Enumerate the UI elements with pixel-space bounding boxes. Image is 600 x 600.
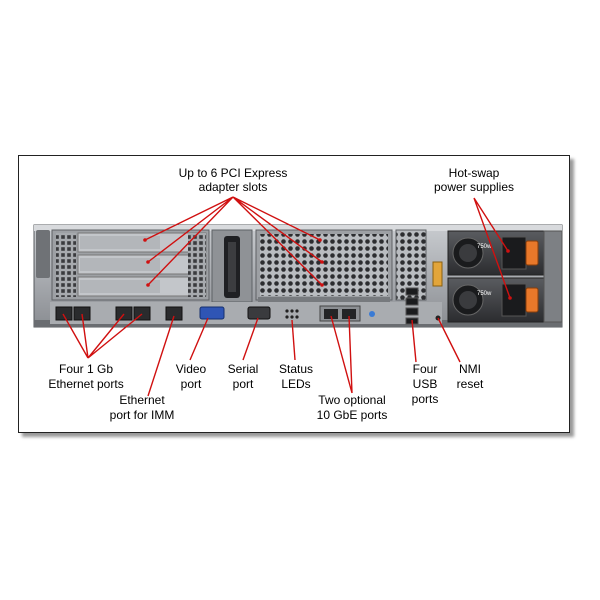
label-10gbe-line-2: 10 GbE ports bbox=[317, 408, 388, 422]
label-video-port-line-1: Video bbox=[176, 362, 207, 376]
label-usb-line-1: Four bbox=[413, 362, 438, 376]
label-nmi-line-1: NMI bbox=[459, 362, 481, 376]
label-pci-slots-line-2: adapter slots bbox=[199, 180, 268, 194]
status-leds-cluster bbox=[285, 309, 299, 319]
label-ethernet-imm-line-1: Ethernet bbox=[119, 393, 165, 407]
callout-lines bbox=[62, 196, 512, 397]
label-pci-slots-line-1: Up to 6 PCI Express bbox=[179, 166, 288, 180]
video-port-connector bbox=[199, 306, 225, 320]
label-ethernet-1gb-line-2: Ethernet ports bbox=[48, 377, 123, 391]
label-power-supplies-line-2: power supplies bbox=[434, 180, 514, 194]
label-status-leds-line-1: Status bbox=[279, 362, 313, 376]
label-10gbe-line-1: Two optional bbox=[318, 393, 385, 407]
power-supply-2: 750w bbox=[447, 277, 545, 323]
label-nmi-line-2: reset bbox=[457, 377, 484, 391]
imm-ethernet-port bbox=[165, 306, 183, 321]
psu-2-rating: 750w bbox=[477, 291, 492, 297]
optional-10gbe-ports bbox=[319, 305, 361, 322]
label-serial-port-line-2: port bbox=[233, 377, 254, 391]
label-power-supplies-line-1: Hot-swap bbox=[449, 166, 500, 180]
label-ethernet-1gb-line-1: Four 1 Gb bbox=[59, 362, 113, 376]
label-usb-line-2: USB bbox=[413, 377, 438, 391]
pci-slot-cage-left bbox=[51, 229, 210, 301]
label-status-leds-line-2: LEDs bbox=[281, 377, 310, 391]
pci-slot-cage-right bbox=[255, 229, 393, 302]
io-panel bbox=[50, 287, 442, 325]
psu-bay-edge bbox=[543, 230, 563, 323]
serial-port-connector bbox=[247, 306, 271, 320]
label-video-port-line-2: port bbox=[181, 377, 202, 391]
power-supply-1: 750w bbox=[447, 230, 545, 276]
blue-id-led bbox=[369, 311, 375, 317]
label-serial-port-line-1: Serial bbox=[228, 362, 259, 376]
psu-1-rating: 750w bbox=[477, 244, 492, 250]
label-usb-line-3: ports bbox=[412, 392, 439, 406]
label-ethernet-imm-line-2: port for IMM bbox=[110, 408, 175, 422]
center-latch bbox=[211, 229, 253, 303]
